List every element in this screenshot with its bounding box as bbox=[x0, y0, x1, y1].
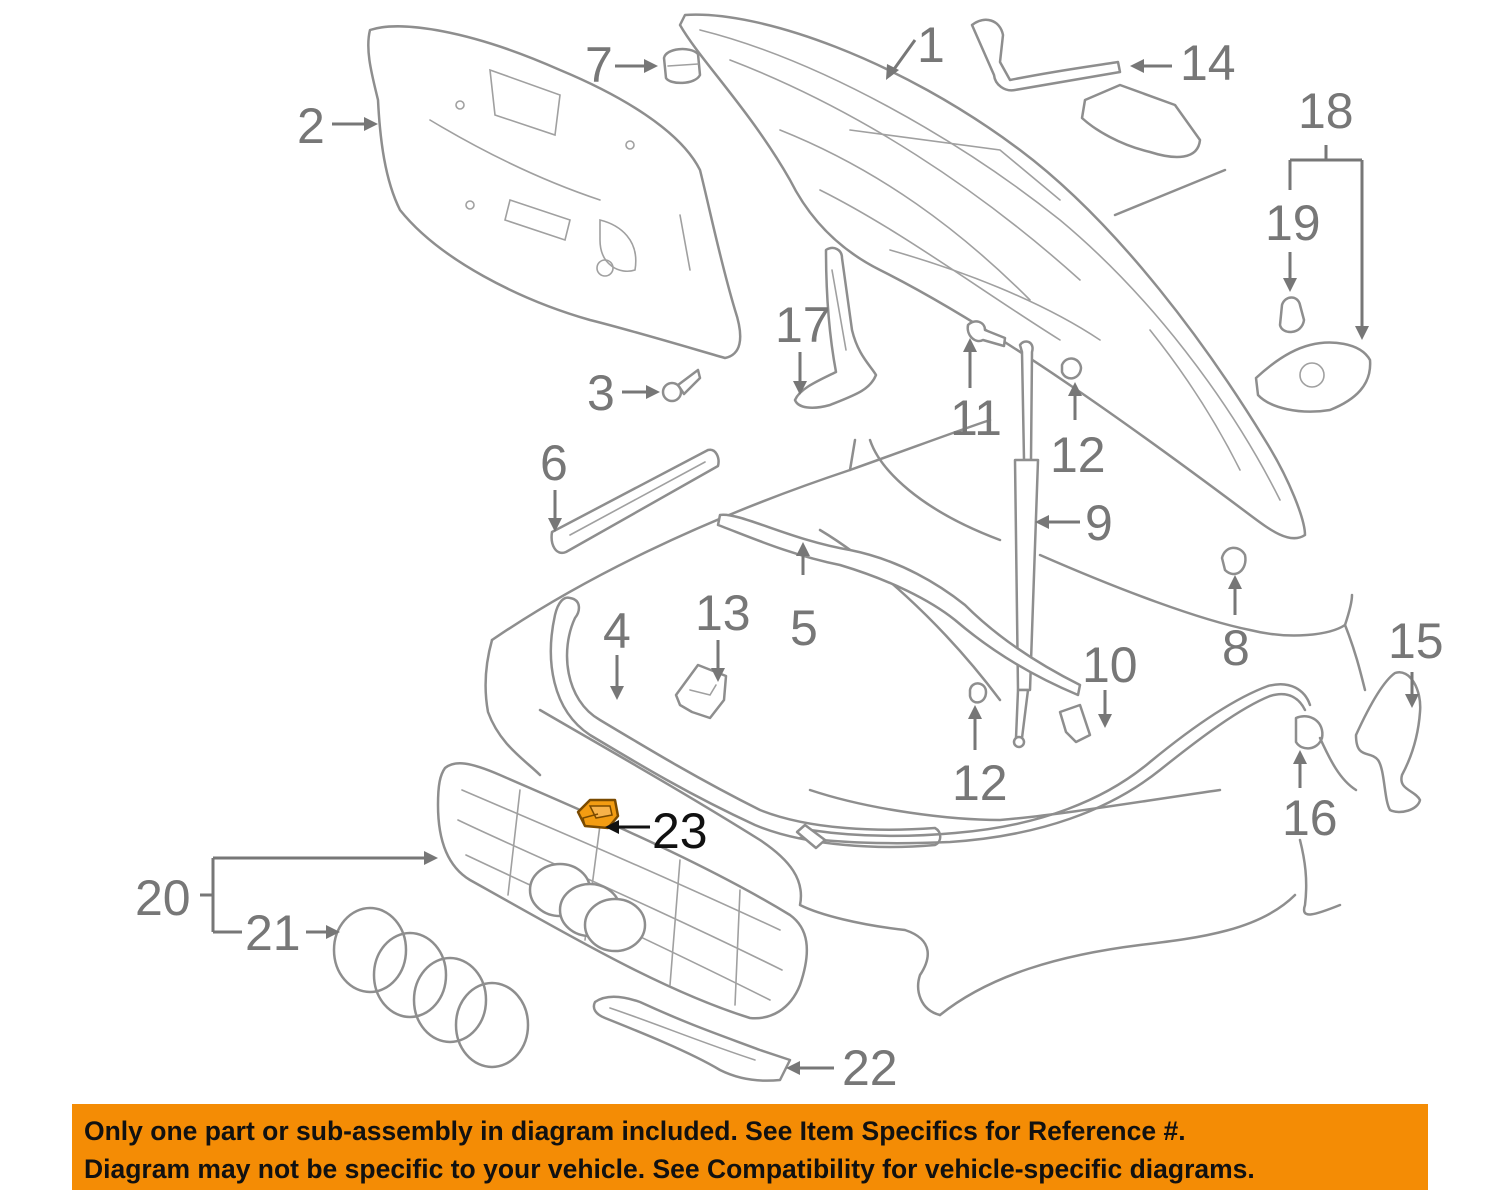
strut-clip-upper bbox=[1060, 357, 1083, 380]
release-handle bbox=[1354, 671, 1422, 814]
callout-16: 16 bbox=[1282, 790, 1338, 846]
callout-1: 1 bbox=[917, 17, 945, 73]
cowl-seal bbox=[550, 448, 720, 555]
callout-17: 17 bbox=[775, 297, 831, 353]
hood-latch bbox=[970, 18, 1202, 159]
callout-6: 6 bbox=[540, 435, 568, 491]
latch-bracket bbox=[674, 663, 728, 720]
callout-14: 14 bbox=[1180, 35, 1236, 91]
callout-9: 9 bbox=[1085, 495, 1113, 551]
callout-4: 4 bbox=[603, 603, 631, 659]
highlighted-retainer-part-23 bbox=[576, 798, 620, 830]
notice-line-1: Only one part or sub-assembly in diagram… bbox=[84, 1116, 1186, 1146]
callout-2: 2 bbox=[297, 98, 325, 154]
lock-assembly bbox=[1254, 341, 1372, 413]
hinge-bolt bbox=[966, 320, 1007, 348]
notice-line-2: Diagram may not be specific to your vehi… bbox=[84, 1154, 1255, 1184]
callout-8: 8 bbox=[1222, 620, 1250, 676]
leader-lines bbox=[200, 39, 1419, 1075]
callout-12-lower: 12 bbox=[952, 755, 1008, 811]
callout-3: 3 bbox=[587, 365, 615, 421]
callout-12-upper: 12 bbox=[1050, 427, 1106, 483]
notice-banner: Only one part or sub-assembly in diagram… bbox=[72, 1104, 1428, 1190]
lock-bolt bbox=[1278, 296, 1306, 334]
rings-emblem bbox=[332, 906, 530, 1069]
front-grille bbox=[436, 762, 809, 1020]
callout-labels: 1 2 3 4 5 6 7 8 9 10 11 12 12 13 14 15 1… bbox=[135, 17, 1444, 1096]
hood-insulator bbox=[367, 25, 742, 360]
release-cable bbox=[795, 683, 1358, 850]
hood-panel bbox=[678, 13, 1307, 540]
vehicle-body-outline bbox=[484, 168, 1367, 1017]
front-seal bbox=[549, 596, 942, 849]
callout-15: 15 bbox=[1388, 613, 1444, 669]
callout-5: 5 bbox=[790, 600, 818, 656]
hood-hinge bbox=[793, 246, 878, 409]
body-plug bbox=[1220, 546, 1247, 576]
callout-19: 19 bbox=[1265, 195, 1321, 251]
strut-bracket bbox=[1058, 703, 1092, 744]
gas-strut bbox=[1012, 340, 1040, 749]
callout-20: 20 bbox=[135, 870, 191, 926]
callout-18: 18 bbox=[1298, 83, 1354, 139]
hood-seal-center bbox=[716, 513, 1082, 697]
callout-22: 22 bbox=[842, 1040, 898, 1096]
callout-10: 10 bbox=[1082, 637, 1138, 693]
callout-11: 11 bbox=[950, 390, 1002, 446]
callout-23: 23 bbox=[652, 803, 708, 859]
callout-21: 21 bbox=[245, 905, 301, 961]
insulator-clip bbox=[661, 368, 702, 403]
model-badge bbox=[592, 995, 792, 1082]
callout-13: 13 bbox=[695, 585, 751, 641]
callout-7: 7 bbox=[585, 37, 613, 93]
strut-clip-lower bbox=[968, 682, 988, 704]
bumper-stop bbox=[662, 47, 702, 85]
